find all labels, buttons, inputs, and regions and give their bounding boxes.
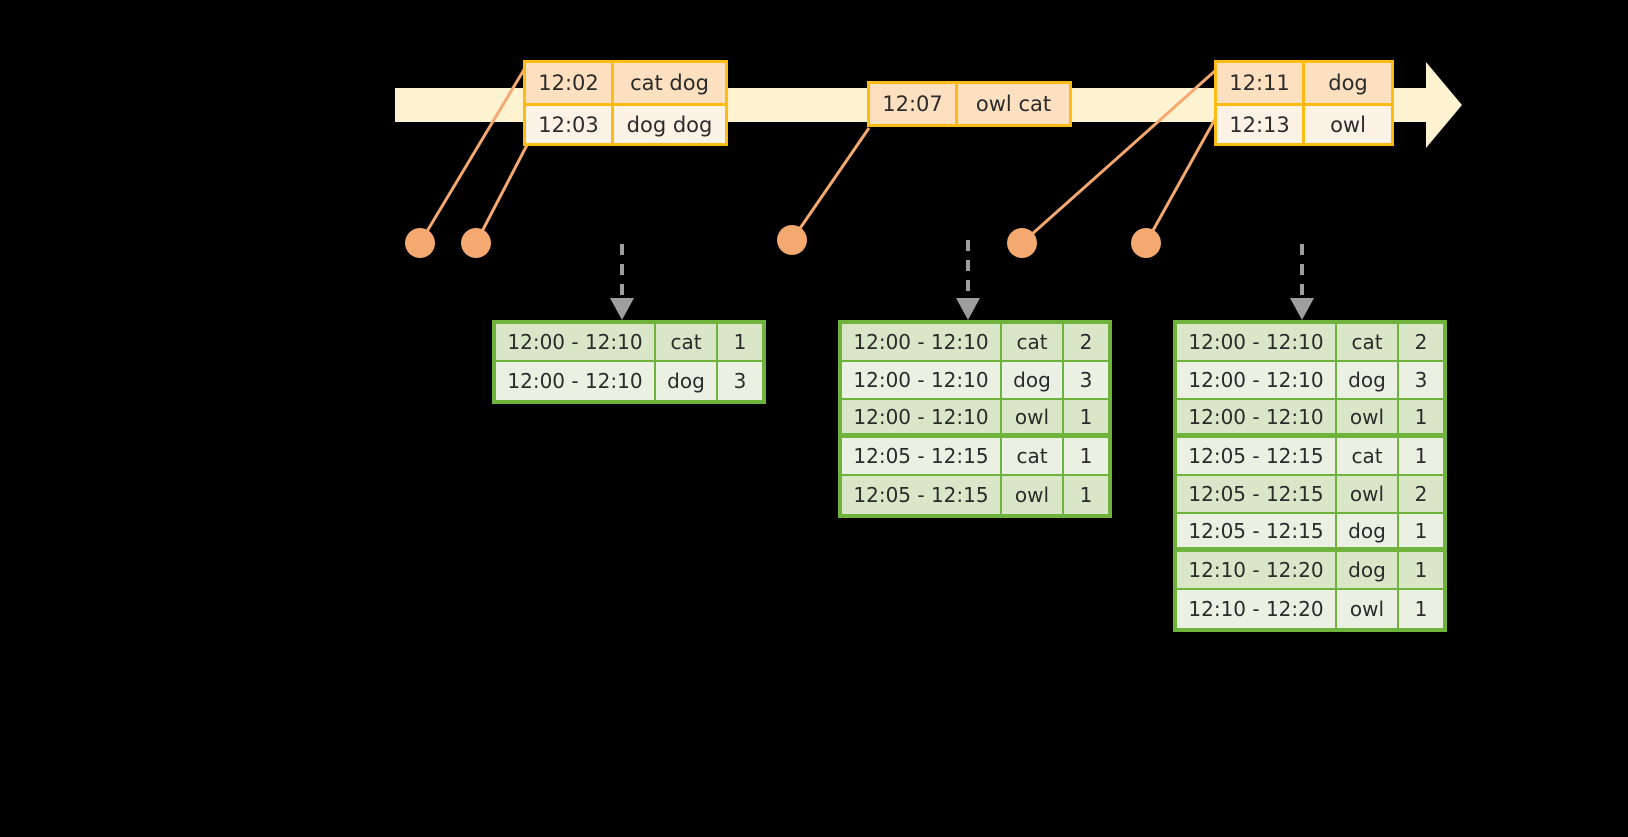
event-payload: owl [1305,106,1391,143]
count-cell: 3 [718,362,762,400]
window-cell: 12:00 - 12:10 [1177,362,1337,398]
key-cell: cat [1337,438,1399,474]
record-dot [1131,228,1161,258]
record-dot [405,228,435,258]
count-cell: 2 [1399,476,1443,512]
count-cell: 3 [1399,362,1443,398]
flow-arrow [1290,244,1314,320]
key-cell: dog [1337,362,1399,398]
key-cell: dog [1337,514,1399,547]
record-dots [405,225,1161,258]
table-row[interactable]: 12:00 - 12:10 dog 3 [496,362,762,400]
count-cell: 1 [1399,514,1443,547]
event-time: 12:03 [526,106,614,143]
count-cell: 1 [1399,438,1443,474]
key-cell: dog [1002,362,1064,398]
window-cell: 12:00 - 12:10 [496,324,656,360]
event-time: 12:02 [526,63,614,103]
result-table-1[interactable]: 12:00 - 12:10 cat 1 12:00 - 12:10 dog 3 [492,320,766,404]
window-cell: 12:05 - 12:15 [842,476,1002,514]
window-cell: 12:10 - 12:20 [1177,552,1337,588]
table-row[interactable]: 12:00 - 12:10 dog 3 [842,362,1108,400]
key-cell: cat [1002,324,1064,360]
key-cell: owl [1337,400,1399,433]
key-cell: dog [656,362,718,400]
event-payload: dog dog [614,106,725,143]
count-cell: 1 [718,324,762,360]
flow-arrow [610,244,634,320]
table-row[interactable]: 12:00 - 12:10 cat 2 [1177,324,1443,362]
event-row[interactable]: 12:11 dog [1217,63,1391,103]
window-cell: 12:05 - 12:15 [1177,438,1337,474]
window-cell: 12:00 - 12:10 [496,362,656,400]
event-time: 12:13 [1217,106,1305,143]
key-cell: owl [1337,590,1399,628]
table-row[interactable]: 12:00 - 12:10 owl 1 [1177,400,1443,438]
event-group-1[interactable]: 12:02 cat dog 12:03 dog dog [523,60,728,146]
count-cell: 1 [1064,400,1108,433]
count-cell: 1 [1064,476,1108,514]
key-cell: owl [1002,400,1064,433]
record-dot [461,228,491,258]
table-row[interactable]: 12:10 - 12:20 dog 1 [1177,552,1443,590]
key-cell: cat [1002,438,1064,474]
count-cell: 2 [1064,324,1108,360]
count-cell: 2 [1399,324,1443,360]
table-row[interactable]: 12:05 - 12:15 owl 1 [842,476,1108,514]
record-dot [777,225,807,255]
key-cell: owl [1337,476,1399,512]
count-cell: 1 [1399,400,1443,433]
window-cell: 12:10 - 12:20 [1177,590,1337,628]
key-cell: owl [1002,476,1064,514]
result-table-2[interactable]: 12:00 - 12:10 cat 2 12:00 - 12:10 dog 3 … [838,320,1112,518]
event-time: 12:11 [1217,63,1305,103]
table-row[interactable]: 12:05 - 12:15 owl 2 [1177,476,1443,514]
window-cell: 12:05 - 12:15 [1177,476,1337,512]
window-cell: 12:00 - 12:10 [842,362,1002,398]
key-cell: cat [1337,324,1399,360]
window-cell: 12:05 - 12:15 [1177,514,1337,547]
flow-arrow [956,240,980,320]
table-row[interactable]: 12:05 - 12:15 cat 1 [842,438,1108,476]
event-group-2[interactable]: 12:07 owl cat [867,81,1072,127]
window-cell: 12:00 - 12:10 [842,324,1002,360]
table-row[interactable]: 12:00 - 12:10 owl 1 [842,400,1108,438]
event-payload: owl cat [958,84,1069,124]
table-row[interactable]: 12:00 - 12:10 cat 1 [496,324,762,362]
count-cell: 1 [1064,438,1108,474]
table-row[interactable]: 12:10 - 12:20 owl 1 [1177,590,1443,628]
key-cell: dog [1337,552,1399,588]
table-row[interactable]: 12:00 - 12:10 cat 2 [842,324,1108,362]
table-row[interactable]: 12:05 - 12:15 cat 1 [1177,438,1443,476]
event-row[interactable]: 12:02 cat dog [526,63,725,103]
record-dot [1007,228,1037,258]
event-group-3[interactable]: 12:11 dog 12:13 owl [1214,60,1394,146]
event-row[interactable]: 12:03 dog dog [526,103,725,143]
event-row[interactable]: 12:13 owl [1217,103,1391,143]
event-time: 12:07 [870,84,958,124]
flow-arrows [610,240,1314,320]
count-cell: 1 [1399,552,1443,588]
key-cell: cat [656,324,718,360]
window-cell: 12:00 - 12:10 [1177,324,1337,360]
result-table-3[interactable]: 12:00 - 12:10 cat 2 12:00 - 12:10 dog 3 … [1173,320,1447,632]
window-cell: 12:05 - 12:15 [842,438,1002,474]
table-row[interactable]: 12:05 - 12:15 dog 1 [1177,514,1443,552]
window-cell: 12:00 - 12:10 [842,400,1002,433]
event-row[interactable]: 12:07 owl cat [870,84,1069,124]
count-cell: 1 [1399,590,1443,628]
count-cell: 3 [1064,362,1108,398]
table-row[interactable]: 12:00 - 12:10 dog 3 [1177,362,1443,400]
event-payload: dog [1305,63,1391,103]
window-cell: 12:00 - 12:10 [1177,400,1337,433]
event-payload: cat dog [614,63,725,103]
